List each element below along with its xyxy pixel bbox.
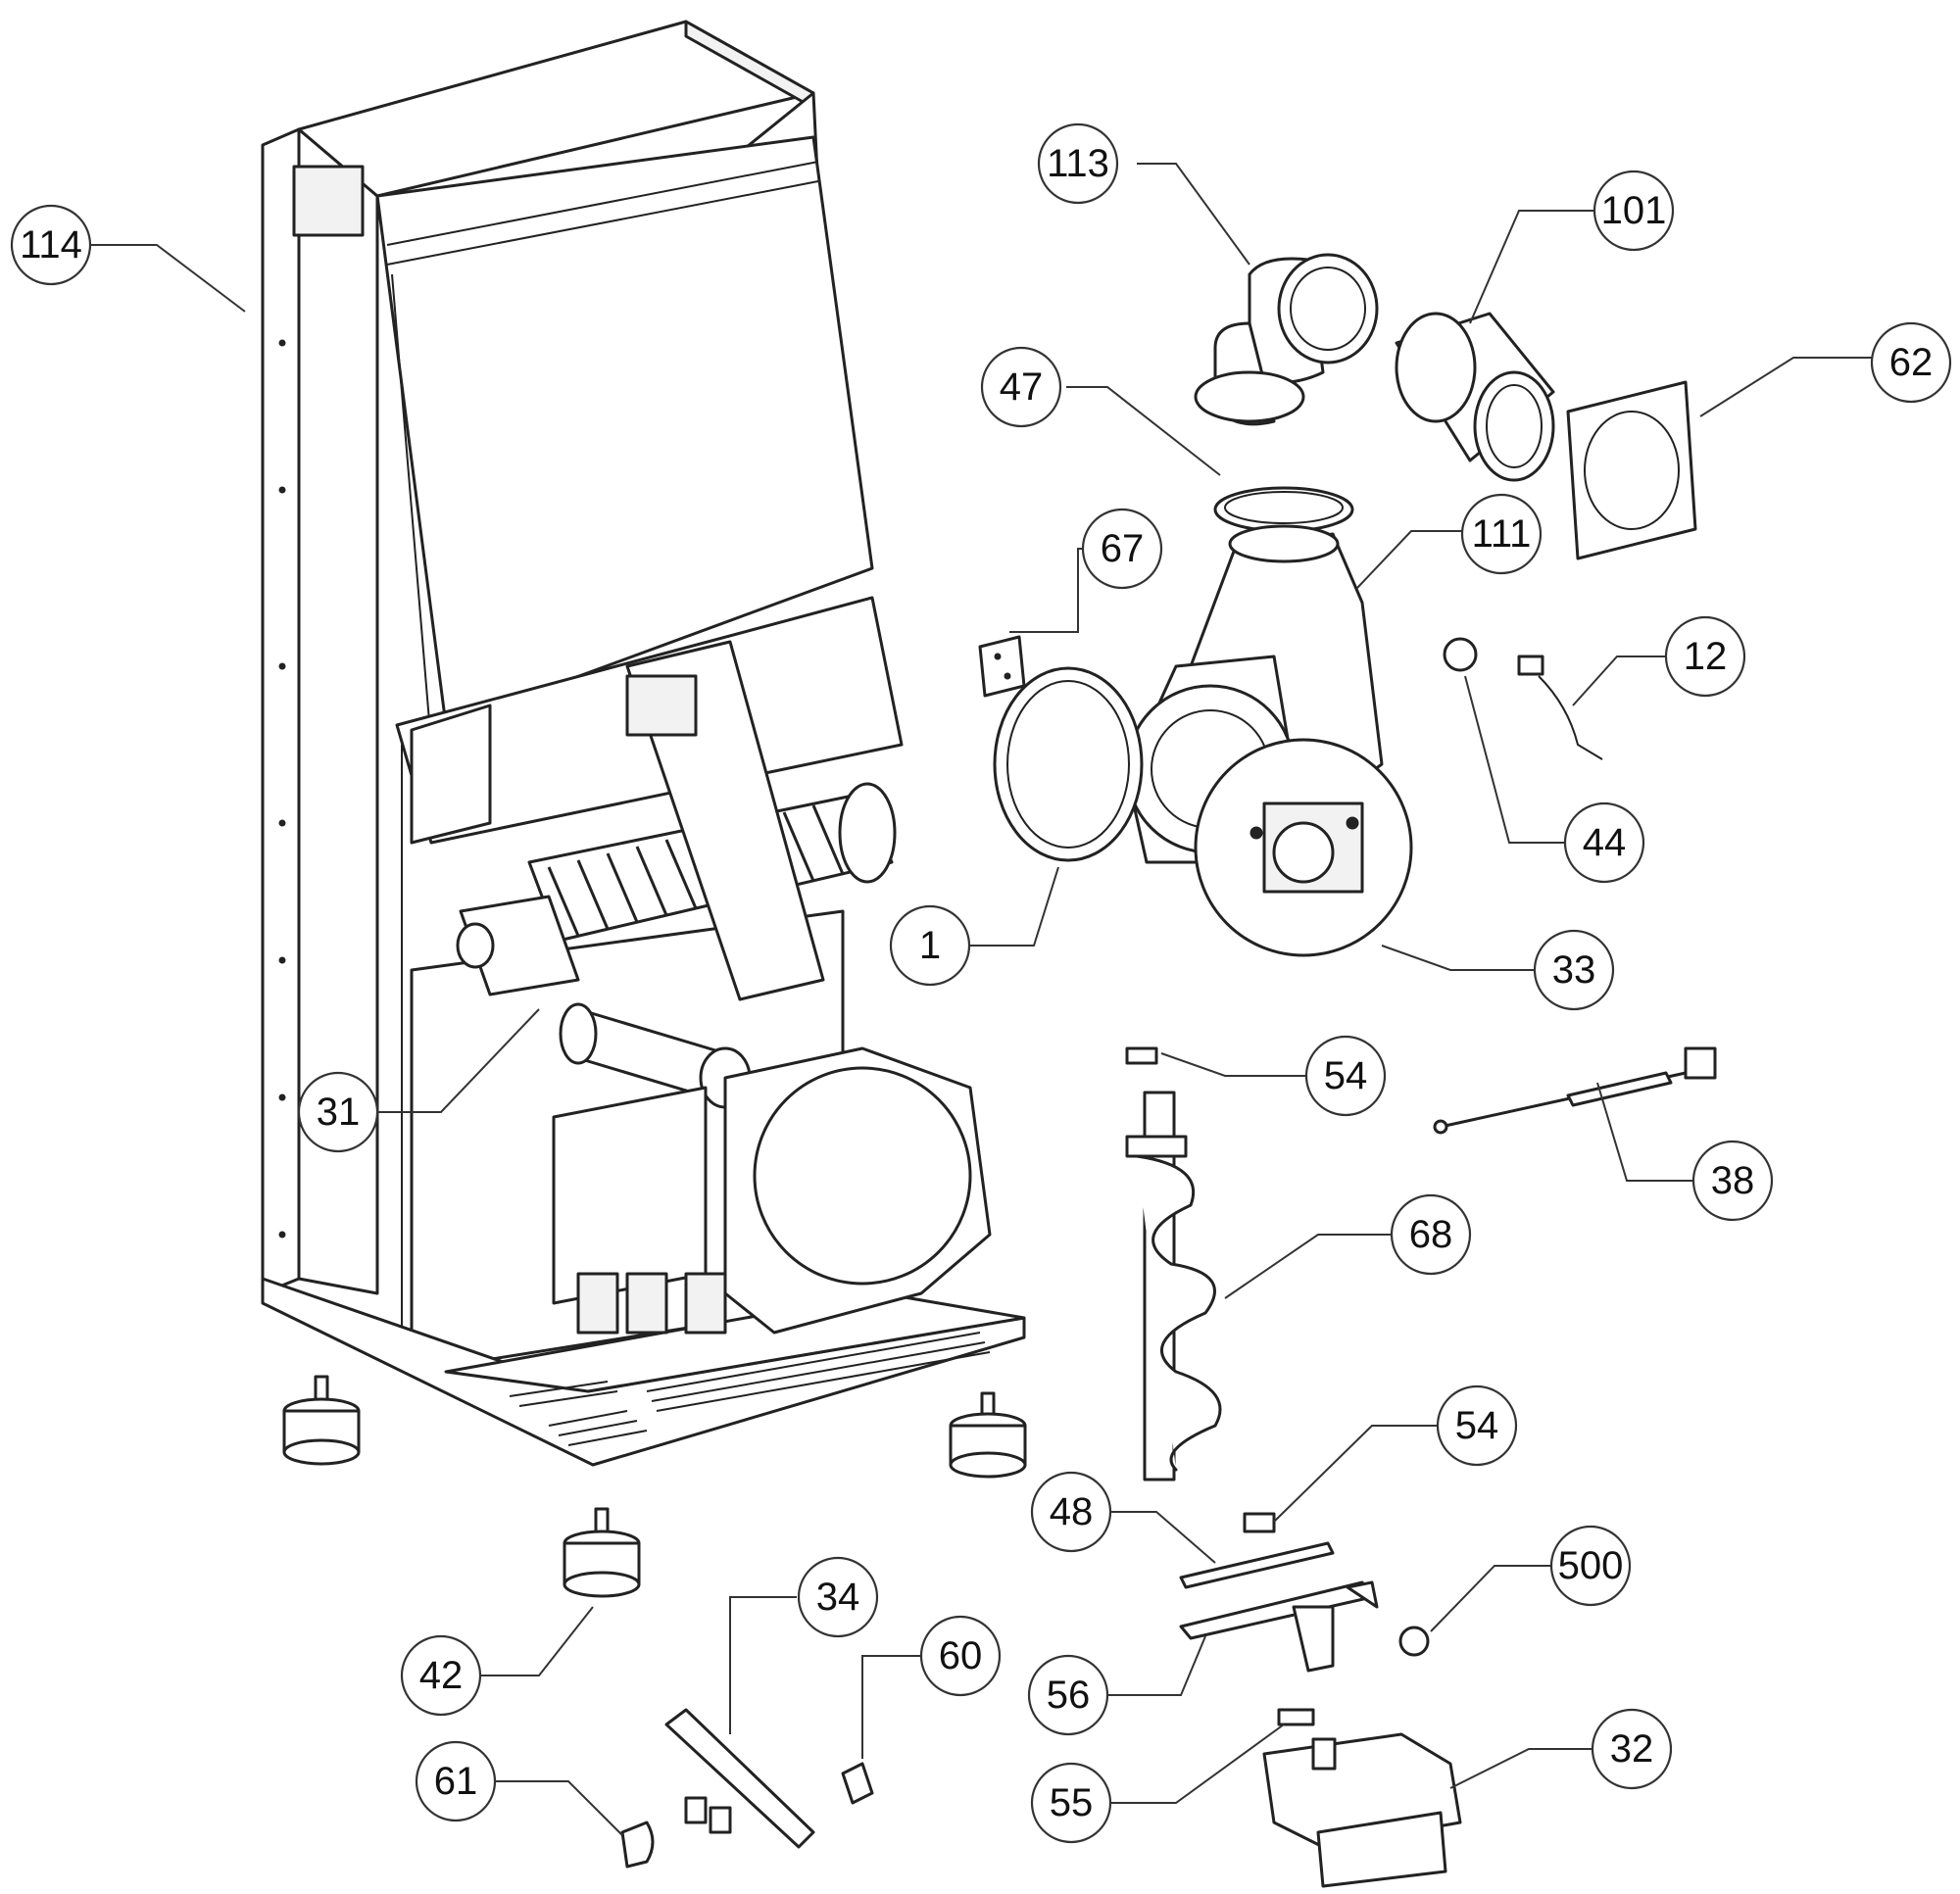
- callout-47: 47: [980, 346, 1062, 428]
- mounting-bracket: [978, 635, 1026, 698]
- callout-33: 33: [1533, 929, 1615, 1011]
- callout-68: 68: [1390, 1193, 1472, 1276]
- leader-lines: [80, 163, 1875, 1836]
- callout-61: 61: [415, 1740, 497, 1822]
- blower-gasket: [993, 666, 1144, 862]
- combustion-blower-motor: [1194, 738, 1413, 957]
- callout-42: 42: [400, 1634, 482, 1717]
- auger-mount-plate: [1179, 1580, 1379, 1673]
- callout-500: 500: [1549, 1525, 1632, 1607]
- callout-44: 44: [1563, 801, 1645, 884]
- callout-label: 33: [1552, 948, 1596, 992]
- callout-label: 12: [1684, 635, 1728, 678]
- auger-bushing-upper: [1125, 1046, 1158, 1065]
- callout-label: 31: [317, 1091, 361, 1134]
- callout-label: 42: [419, 1654, 464, 1697]
- callout-60: 60: [919, 1615, 1002, 1697]
- callout-label: 54: [1455, 1404, 1499, 1447]
- callout-label: 55: [1050, 1781, 1094, 1824]
- callout-label: 114: [20, 223, 82, 267]
- callout-67: 67: [1081, 508, 1163, 590]
- callout-label: 32: [1610, 1727, 1654, 1771]
- callout-label: 38: [1711, 1159, 1755, 1202]
- callout-label: 62: [1889, 341, 1934, 384]
- callout-1: 1: [889, 904, 971, 987]
- callout-56: 56: [1027, 1654, 1109, 1736]
- callout-62: 62: [1870, 321, 1952, 404]
- callout-label: 67: [1101, 527, 1145, 570]
- callout-114: 114: [10, 204, 92, 286]
- callout-55: 55: [1030, 1762, 1112, 1844]
- feed-auger: [1125, 1091, 1222, 1481]
- temperature-sensor: [1517, 655, 1603, 760]
- leveling-feet: [282, 1375, 1027, 1479]
- auger-gear-motor: [1262, 1732, 1462, 1888]
- callout-label: 101: [1601, 189, 1667, 232]
- callout-12: 12: [1664, 615, 1746, 698]
- flue-gasket-plate: [1566, 380, 1697, 560]
- igniter-cartridge: [664, 1708, 815, 1849]
- exhaust-pipe: [1395, 312, 1555, 482]
- base-vent-slots: [509, 1332, 991, 1446]
- spare-foot: [563, 1507, 641, 1598]
- callout-111: 111: [1460, 493, 1543, 575]
- callout-31: 31: [297, 1071, 379, 1153]
- callout-label: 1: [919, 924, 941, 967]
- auger-plate-gasket: [1179, 1541, 1335, 1589]
- callout-label: 60: [939, 1634, 983, 1677]
- callout-38: 38: [1691, 1140, 1774, 1222]
- callout-label: 47: [1000, 365, 1044, 409]
- callout-label: 68: [1409, 1213, 1453, 1256]
- callout-54-lower: 54: [1436, 1384, 1518, 1467]
- callout-54-upper: 54: [1304, 1035, 1387, 1117]
- convection-blower-assembly: [456, 640, 897, 1109]
- lower-combustion-housing: [552, 1046, 992, 1335]
- callout-48: 48: [1030, 1471, 1112, 1553]
- callout-101: 101: [1592, 170, 1675, 252]
- callout-label: 61: [434, 1760, 478, 1803]
- callout-32: 32: [1591, 1708, 1673, 1790]
- callout-label: 111: [1472, 512, 1532, 556]
- motor-coupling: [1277, 1708, 1315, 1726]
- grommet: [620, 1821, 655, 1869]
- callout-label: 56: [1047, 1674, 1091, 1717]
- small-plug: [1398, 1626, 1430, 1657]
- callout-label: 500: [1558, 1544, 1624, 1587]
- gasket-ring: [1213, 486, 1354, 533]
- retaining-clip: [841, 1762, 874, 1805]
- callout-label: 48: [1050, 1490, 1094, 1533]
- auger-bushing-lower: [1243, 1512, 1276, 1533]
- callout-label: 113: [1047, 142, 1109, 185]
- exhaust-elbow: [1194, 253, 1379, 426]
- callout-label: 44: [1583, 821, 1627, 864]
- callout-113: 113: [1037, 122, 1119, 205]
- callout-label: 34: [816, 1576, 860, 1619]
- callout-34: 34: [797, 1556, 879, 1638]
- thermal-disc: [1443, 637, 1478, 672]
- igniter-rod: [1433, 1046, 1717, 1135]
- callout-label: 54: [1324, 1054, 1368, 1097]
